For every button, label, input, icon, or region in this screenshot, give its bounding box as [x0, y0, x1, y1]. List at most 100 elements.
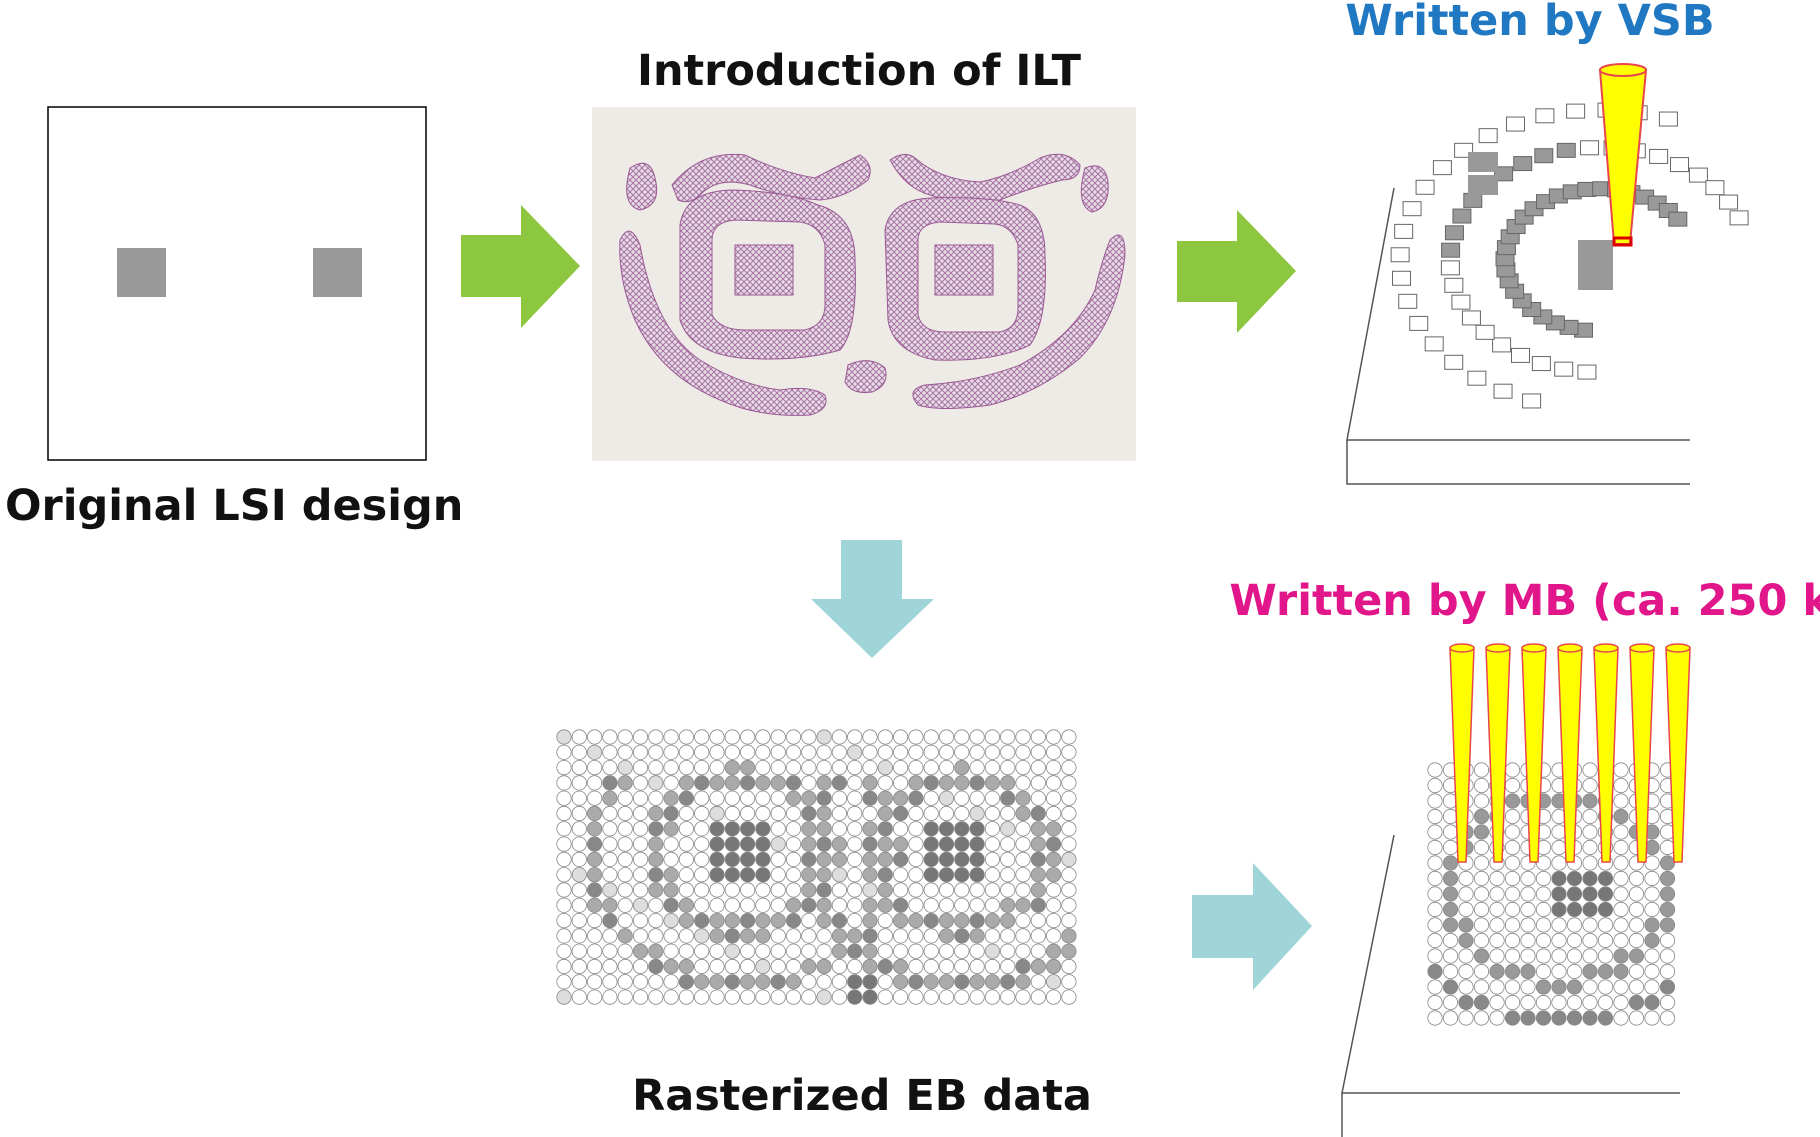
mb-dot — [1504, 917, 1521, 933]
mb-dot — [1582, 917, 1598, 933]
raster-dot — [862, 821, 878, 837]
raster-dot — [938, 805, 955, 822]
raster-dot — [632, 974, 649, 990]
raster-dot — [862, 775, 878, 791]
vsb-shot — [1468, 152, 1498, 172]
raster-dot — [1000, 759, 1016, 776]
mb-dot — [1442, 855, 1459, 871]
raster-dot — [847, 729, 863, 745]
raster-dot — [1030, 912, 1046, 929]
raster-dot — [602, 882, 618, 898]
mb-dot — [1582, 963, 1598, 980]
raster-dot — [816, 928, 832, 944]
raster-dot — [709, 851, 725, 868]
raster-dot — [694, 974, 710, 990]
raster-dot — [571, 775, 587, 791]
mb-dot — [1582, 855, 1598, 871]
mb-dot — [1458, 932, 1474, 949]
raster-dot — [1015, 882, 1031, 898]
raster-dot — [1030, 759, 1046, 776]
raster-dot — [938, 836, 955, 852]
mb-dot — [1659, 979, 1676, 995]
mb-dot — [1582, 808, 1598, 825]
raster-dot — [755, 821, 771, 837]
raster-dot — [954, 775, 970, 791]
raster-dot — [877, 958, 893, 975]
raster-dot — [602, 897, 618, 913]
raster-dot — [847, 897, 863, 913]
label-mb: Written by MB (ca. 250 k) — [1229, 576, 1820, 626]
mb-dot — [1659, 901, 1676, 918]
mb-dot — [1551, 917, 1567, 933]
mb-dot — [1551, 948, 1567, 964]
raster-dot — [831, 836, 848, 852]
raster-dot — [556, 912, 572, 929]
mb-dot — [1489, 901, 1505, 918]
mb-dot — [1551, 839, 1567, 856]
down-arrow-icon — [811, 540, 934, 658]
raster-dot — [831, 928, 848, 944]
raster-dot — [984, 759, 1001, 776]
raster-dot — [1030, 805, 1046, 822]
raster-dot — [617, 805, 633, 822]
raster-dot — [571, 912, 587, 929]
raster-dot — [586, 958, 603, 975]
raster-dot — [739, 775, 756, 791]
raster-dot — [694, 821, 710, 837]
electron-beam-icon — [1557, 643, 1583, 653]
raster-dot — [831, 958, 848, 975]
mb-dot — [1427, 1010, 1443, 1026]
raster-dot — [954, 729, 970, 745]
raster-dot — [648, 882, 664, 898]
raster-dot — [556, 729, 572, 745]
mb-dot — [1427, 793, 1443, 809]
raster-dot — [984, 989, 1001, 1005]
raster-dot — [571, 805, 587, 822]
raster-dot — [1061, 836, 1077, 852]
raster-dot — [984, 744, 1001, 760]
raster-dot — [770, 912, 786, 929]
vsb-shot — [1398, 293, 1418, 309]
raster-dot — [816, 958, 832, 975]
raster-dot — [709, 790, 725, 806]
raster-dot — [694, 928, 710, 944]
raster-dot — [617, 912, 633, 929]
raster-dot — [617, 974, 633, 990]
raster-dot — [1015, 851, 1031, 868]
raster-dot — [556, 958, 572, 975]
raster-dot — [954, 958, 970, 975]
raster-dot — [984, 943, 1001, 959]
raster-dot — [1000, 958, 1016, 975]
raster-dot — [617, 897, 633, 913]
vsb-shot — [1461, 310, 1481, 326]
raster-dot — [709, 759, 725, 776]
raster-dot — [694, 805, 710, 822]
raster-dot — [969, 790, 985, 806]
raster-dot — [785, 775, 802, 791]
raster-dot — [663, 943, 679, 959]
raster-dot — [801, 775, 817, 791]
mb-dot — [1442, 901, 1459, 918]
raster-dot — [908, 989, 924, 1005]
raster-dot — [709, 729, 725, 745]
raster-dot — [1046, 928, 1062, 944]
raster-dot — [969, 729, 985, 745]
raster-dot — [969, 744, 985, 760]
raster-dot — [862, 882, 878, 898]
mb-dot — [1597, 917, 1614, 933]
vsb-shot — [1463, 192, 1483, 208]
mb-dot — [1597, 994, 1614, 1011]
raster-dot — [770, 775, 786, 791]
mb-dot — [1613, 994, 1629, 1011]
raster-dot — [709, 912, 725, 929]
raster-dot — [663, 958, 679, 975]
raster-dot — [739, 943, 756, 959]
raster-dot — [571, 928, 587, 944]
raster-dot — [632, 897, 649, 913]
mb-dot — [1628, 886, 1645, 902]
raster-dot — [1061, 744, 1077, 760]
raster-dot — [785, 729, 802, 745]
raster-dot — [847, 851, 863, 868]
raster-dot — [1046, 821, 1062, 837]
raster-dot — [617, 821, 633, 837]
